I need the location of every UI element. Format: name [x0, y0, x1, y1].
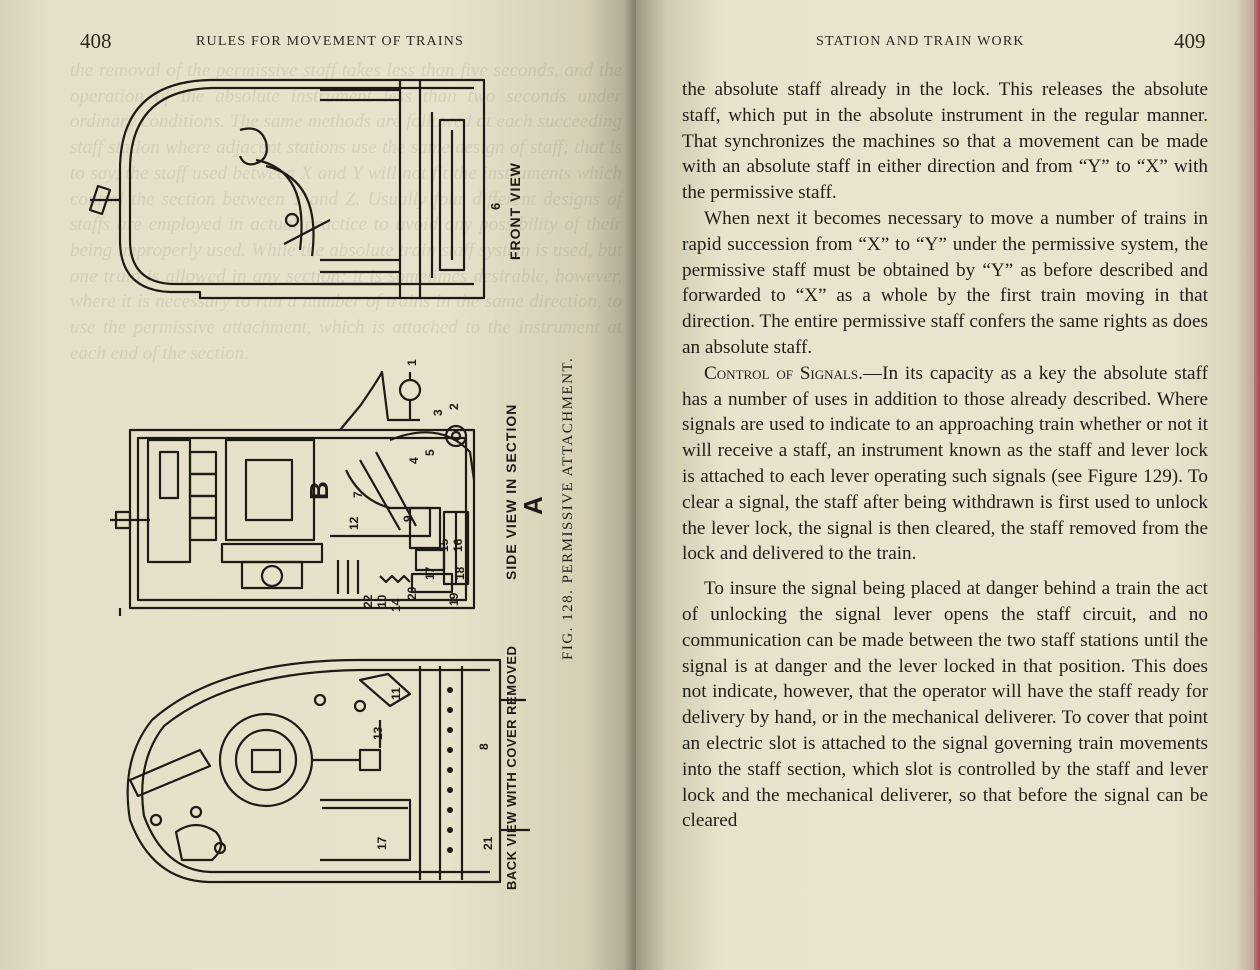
right-page: STATION AND TRAIN WORK 409 [636, 0, 1260, 970]
callout-10: 10 [375, 594, 389, 608]
callout-8: 8 [477, 743, 491, 750]
callout-16: 16 [451, 538, 465, 552]
back-view-label: BACK VIEW WITH COVER REMOVED [504, 646, 519, 890]
paragraph-1: the absolute staff already in the lock. … [682, 79, 1208, 204]
back-view-drawing [126, 658, 530, 884]
callout-7: 7 [351, 491, 365, 498]
callout-21: 21 [481, 836, 495, 850]
side-view-label: SIDE VIEW IN SECTION [503, 404, 519, 580]
right-page-number: 409 [1174, 29, 1206, 53]
front-view-drawing [88, 78, 486, 300]
left-running-head: RULES FOR MOVEMENT OF TRAINS [196, 34, 465, 49]
callout-1: 1 [405, 359, 419, 366]
callout-19: 19 [447, 592, 461, 606]
callout-3: 3 [431, 409, 445, 416]
paragraph-3: Control of Signals.—In its capacity as a… [682, 361, 1208, 567]
part-letter-b: B [304, 481, 334, 500]
left-page-number: 408 [80, 29, 112, 53]
callout-11: 11 [389, 687, 403, 700]
right-running-head: STATION AND TRAIN WORK [816, 34, 1025, 49]
callout-22: 22 [361, 594, 375, 608]
page-edge [1254, 0, 1260, 970]
callout-13: 13 [371, 726, 385, 740]
paragraph-2: When next it becomes necessary to move a… [682, 207, 1208, 358]
section-heading-control-of-signals: Control of Signals. [704, 362, 863, 384]
paragraph-4: To insure the signal being placed at dan… [682, 578, 1208, 832]
callout-18: 18 [453, 566, 467, 580]
permissive-attachment-figure: FRONT VIEW 6 SIDE VIEW IN SECTION A B BA… [88, 78, 576, 890]
callout-17-side: 17 [423, 566, 437, 580]
callout-15: 15 [437, 538, 451, 552]
callout-2: 2 [447, 403, 461, 410]
front-view-callout-6: 6 [488, 203, 503, 210]
callout-12: 12 [347, 516, 361, 530]
callout-17-back: 17 [375, 836, 389, 850]
left-page: 408 RULES FOR MOVEMENT OF TRAINS the rem… [0, 0, 636, 970]
figure-caption: FIG. 128. PERMISSIVE ATTACHMENT. [560, 357, 576, 660]
callout-5: 5 [423, 449, 437, 456]
side-view-drawing [110, 370, 476, 616]
section-letter-a: A [518, 496, 548, 515]
right-page-body: the absolute staff already in the lock. … [682, 77, 1208, 834]
callout-20: 20 [405, 586, 419, 600]
callout-9: 9 [401, 515, 415, 522]
callout-4: 4 [407, 457, 421, 464]
callout-14: 14 [389, 598, 403, 612]
front-view-label: FRONT VIEW [507, 162, 523, 260]
paragraph-3-text: —In its capacity as a key the absolute s… [682, 362, 1208, 565]
